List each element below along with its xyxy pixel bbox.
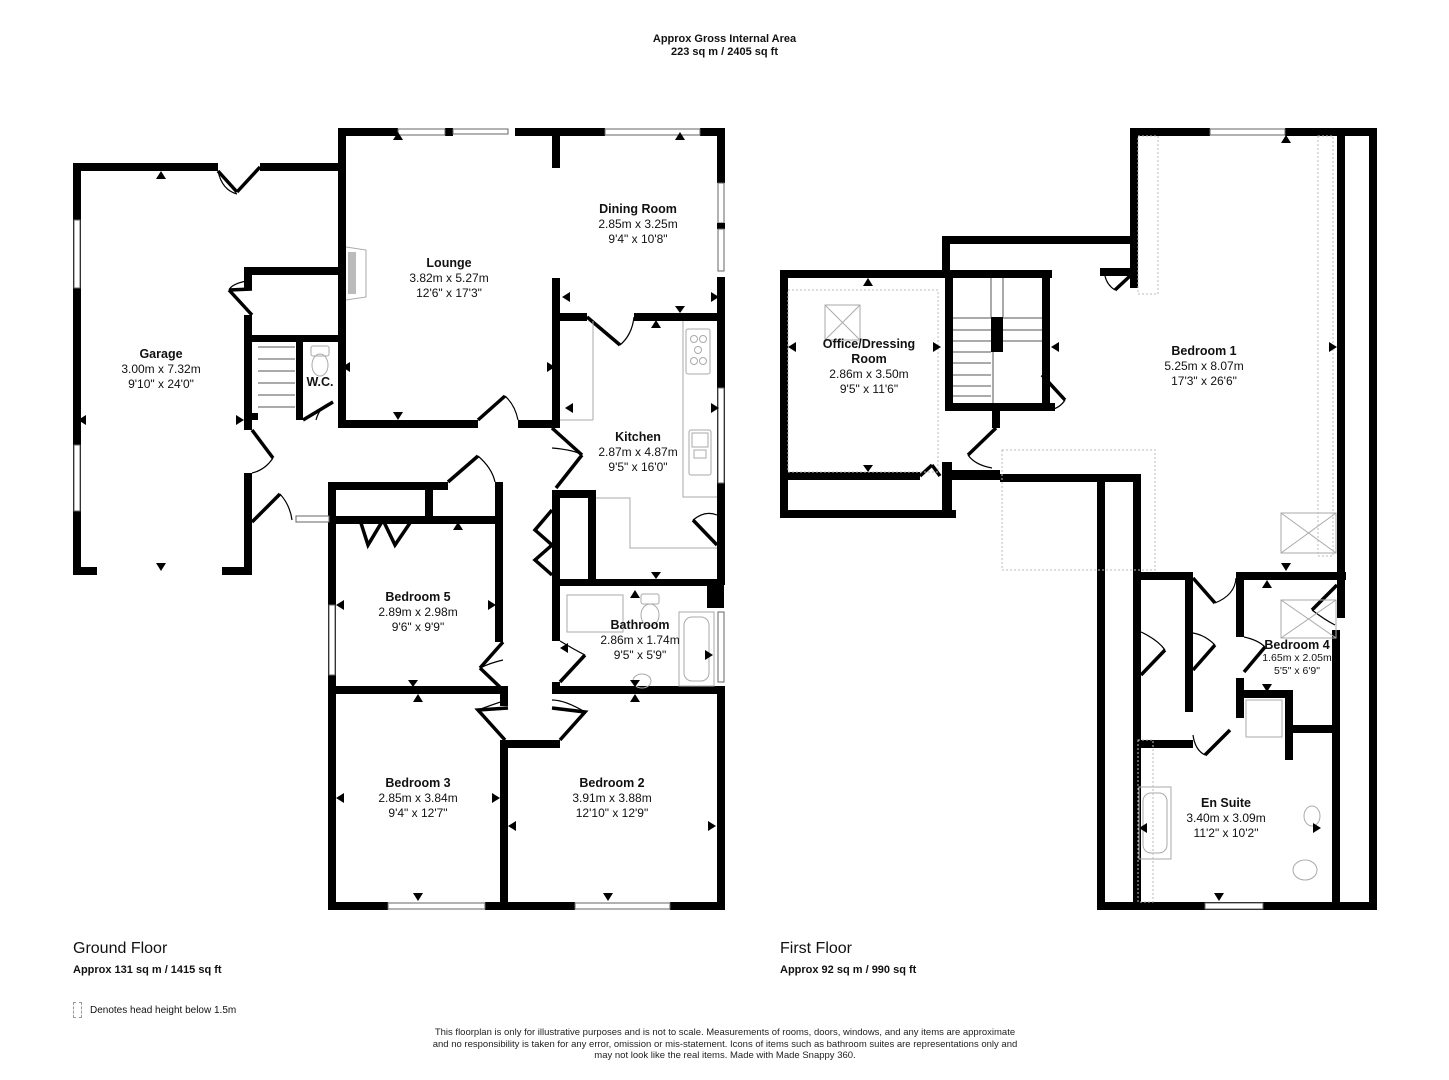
room-name: Bathroom (610, 618, 670, 632)
room-name: Bedroom 5 (385, 590, 451, 604)
first-floor-walls (780, 128, 1377, 910)
room-name: Bedroom 4 (1264, 638, 1330, 652)
room-metric: 3.82m x 5.27m (409, 271, 489, 285)
room-name: En Suite (1200, 796, 1251, 810)
room-name: Dining Room (599, 202, 677, 216)
room-imperial: 5'5" x 6'9" (1274, 665, 1320, 677)
room-label-kitchen: Kitchen 2.87m x 4.87m 9'5" x 16'0" (598, 430, 677, 475)
room-name: Bedroom 1 (1171, 344, 1237, 358)
room-label-bedroom-1: Bedroom 1 5.25m x 8.07m 17'3" x 26'6" (1164, 344, 1243, 389)
room-label-lounge: Lounge 3.82m x 5.27m 12'6" x 17'3" (409, 256, 488, 301)
room-label-bedroom-5: Bedroom 5 2.89m x 2.98m 9'6" x 9'9" (378, 590, 457, 635)
ground-floor-caption: Ground Floor Approx 131 sq m / 1415 sq f… (73, 940, 222, 976)
room-name: Garage (139, 347, 183, 361)
room-metric: 2.85m x 3.84m (378, 791, 458, 805)
gross-area-value: 223 sq m / 2405 sq ft (671, 46, 778, 58)
room-label-en-suite: En Suite 3.40m x 3.09m 11'2" x 10'2" (1186, 796, 1265, 841)
ground-floor-doors (216, 165, 719, 742)
room-label-bathroom: Bathroom 2.86m x 1.74m 9'5" x 5'9" (600, 618, 679, 663)
room-label-wc: W.C. (306, 375, 333, 390)
first-floor-fixtures (787, 135, 1337, 903)
dimension-arrows (78, 132, 1337, 901)
room-imperial: 12'10" x 12'9" (575, 806, 649, 820)
room-imperial: 9'10" x 24'0" (128, 377, 194, 391)
room-name: Bedroom 3 (385, 776, 451, 790)
first-floor-doors (918, 274, 1339, 757)
room-imperial: 9'4" x 12'7" (388, 806, 448, 820)
room-label-office-dressing-room: Office/Dressing Room 2.86m x 3.50m 9'5" … (823, 337, 915, 397)
room-label-bedroom-2: Bedroom 2 3.91m x 3.88m 12'10" x 12'9" (572, 776, 651, 821)
room-label-bedroom-3: Bedroom 3 2.85m x 3.84m 9'4" x 12'7" (378, 776, 457, 821)
room-imperial: 9'5" x 16'0" (608, 460, 668, 474)
room-name-line2: Room (851, 352, 887, 366)
first-floor-title: First Floor (780, 940, 852, 957)
gross-area-header: Approx Gross Internal Area 223 sq m / 24… (0, 33, 1449, 59)
disclaimer-line-2: and no responsibility is taken for any e… (432, 1038, 1018, 1050)
room-label-dining-room: Dining Room 2.85m x 3.25m 9'4" x 10'8" (598, 202, 677, 247)
disclaimer-line-3: may not look like the real items. Made w… (594, 1050, 856, 1061)
first-floor-caption: First Floor Approx 92 sq m / 990 sq ft (780, 940, 916, 976)
room-name: Office/Dressing (822, 337, 916, 351)
room-metric: 2.87m x 4.87m (598, 445, 678, 459)
room-name: Lounge (426, 256, 472, 270)
room-metric: 5.25m x 8.07m (1164, 359, 1244, 373)
room-metric: 2.86m x 1.74m (600, 633, 680, 647)
room-imperial: 12'6" x 17'3" (416, 286, 482, 300)
dashed-rectangle-icon (73, 1002, 82, 1018)
room-metric: 3.40m x 3.09m (1186, 811, 1266, 825)
ground-floor-walls (73, 128, 725, 910)
room-metric: 3.00m x 7.32m (121, 362, 201, 376)
room-imperial: 11'2" x 10'2" (1193, 826, 1259, 840)
room-name: Bedroom 2 (579, 776, 645, 790)
legend-text: Denotes head height below 1.5m (90, 1004, 237, 1016)
room-label-garage: Garage 3.00m x 7.32m 9'10" x 24'0" (121, 347, 200, 392)
room-metric: 1.65m x 2.05m (1262, 652, 1332, 664)
ground-floor-fixtures (310, 321, 717, 689)
room-metric: 2.89m x 2.98m (378, 605, 458, 619)
room-metric: 2.85m x 3.25m (598, 217, 678, 231)
room-imperial: 9'5" x 5'9" (613, 648, 667, 662)
room-name: W.C. (306, 375, 334, 389)
first-floor-area: Approx 92 sq m / 990 sq ft (780, 964, 917, 976)
room-imperial: 9'4" x 10'8" (608, 232, 668, 246)
disclaimer: This floorplan is only for illustrative … (395, 1027, 1055, 1062)
room-metric: 2.86m x 3.50m (829, 367, 909, 381)
room-metric: 3.91m x 3.88m (572, 791, 652, 805)
room-imperial: 17'3" x 26'6" (1171, 374, 1237, 388)
room-label-bedroom-4: Bedroom 4 1.65m x 2.05m 5'5" x 6'9" (1262, 639, 1331, 678)
room-imperial: 9'5" x 11'6" (839, 382, 899, 396)
ground-floor-area: Approx 131 sq m / 1415 sq ft (73, 964, 222, 976)
disclaimer-line-1: This floorplan is only for illustrative … (434, 1027, 1016, 1038)
legend: Denotes head height below 1.5m (73, 1002, 236, 1018)
room-name: Kitchen (615, 430, 661, 444)
ground-floor-title: Ground Floor (73, 940, 168, 957)
gross-area-title: Approx Gross Internal Area (652, 33, 797, 45)
room-imperial: 9'6" x 9'9" (391, 620, 445, 634)
